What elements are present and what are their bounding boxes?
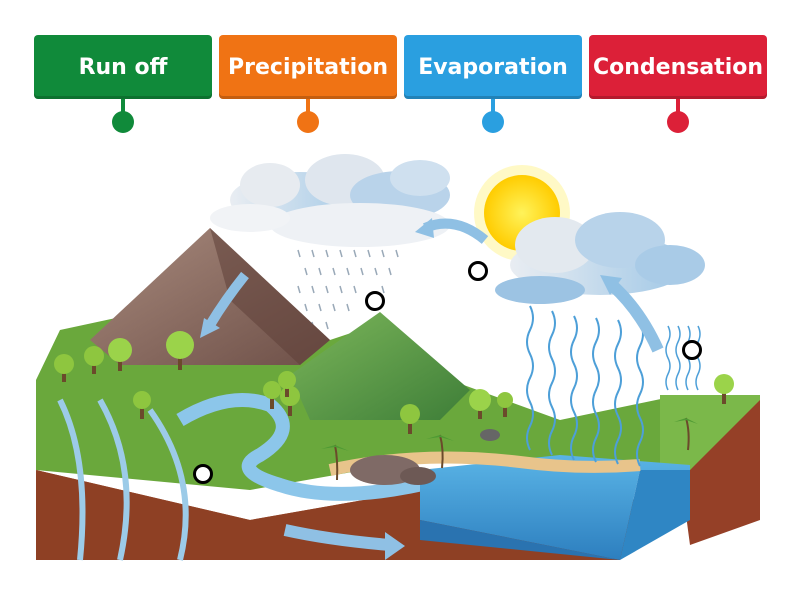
condensation-label-button[interactable]: Condensation bbox=[589, 35, 767, 99]
water-arrow-icon bbox=[205, 271, 249, 328]
rock bbox=[400, 467, 436, 485]
drop-target-runoff-zone[interactable] bbox=[193, 464, 213, 484]
drop-target-evaporation-zone[interactable] bbox=[682, 340, 702, 360]
condensation-pin bbox=[667, 111, 689, 133]
groundwater-streams bbox=[57, 398, 189, 561]
evaporation-pin bbox=[482, 111, 504, 133]
evaporation-connector bbox=[491, 99, 495, 113]
evaporation-wave-icon bbox=[526, 305, 644, 467]
rock bbox=[480, 429, 500, 441]
tree-icon bbox=[54, 331, 734, 434]
river bbox=[176, 393, 442, 501]
drop-target-sky-zone[interactable] bbox=[468, 261, 488, 281]
cloud-icon bbox=[495, 212, 705, 304]
palm-tree-icon bbox=[334, 417, 690, 481]
hill-icon bbox=[290, 312, 470, 420]
run-off-connector bbox=[121, 99, 125, 113]
evaporation-label-button[interactable]: Evaporation bbox=[404, 35, 582, 99]
precipitation-pin bbox=[297, 111, 319, 133]
precipitation-connector bbox=[306, 99, 310, 113]
run-off-label-button[interactable]: Run off bbox=[34, 35, 212, 99]
drop-target-precipitation-zone[interactable] bbox=[365, 291, 385, 311]
water-arrow-icon bbox=[607, 280, 664, 353]
condensation-connector bbox=[676, 99, 680, 113]
lake bbox=[420, 455, 690, 560]
water-arrow-icon bbox=[283, 524, 391, 551]
cloud-icon bbox=[210, 154, 450, 247]
run-off-pin bbox=[112, 111, 134, 133]
precipitation-label-button[interactable]: Precipitation bbox=[219, 35, 397, 99]
water-arrow-icon bbox=[415, 218, 434, 238]
